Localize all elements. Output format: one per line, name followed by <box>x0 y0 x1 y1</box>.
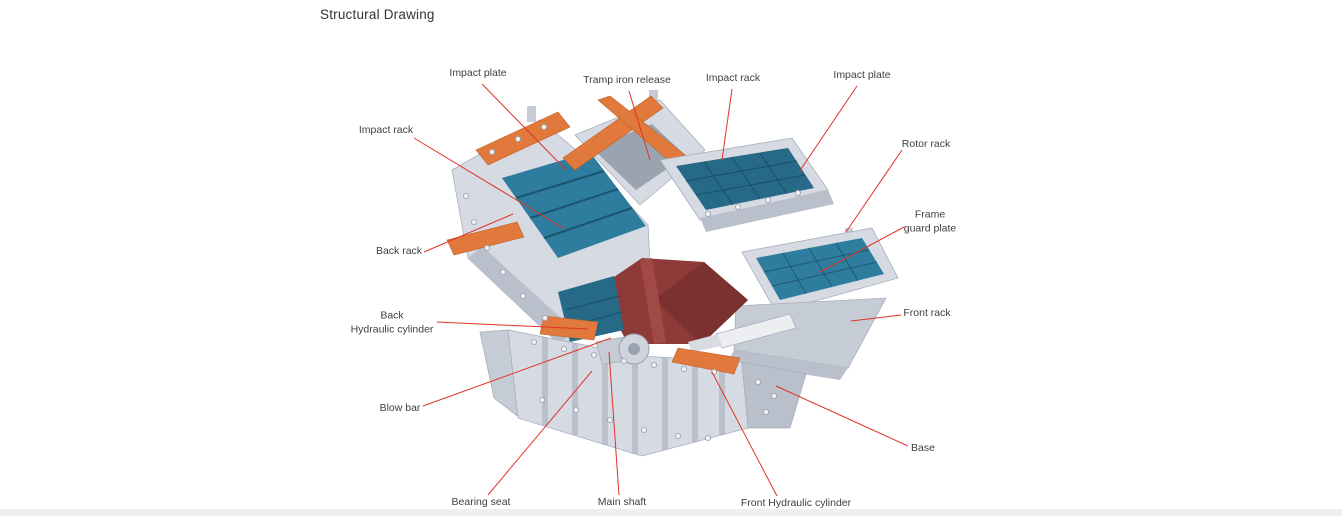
frame-guard-plate-shape <box>741 227 899 313</box>
section-title: Structural Drawing <box>320 7 435 22</box>
leader-lines <box>413 83 909 497</box>
back-rack-bar-shape <box>446 221 525 256</box>
section-divider <box>0 509 1342 516</box>
impact-plate-bar-left-shape <box>475 111 571 166</box>
front-hydraulic-cylinder-shape <box>671 313 797 375</box>
tramp-iron-release-shape <box>562 95 706 206</box>
main-shaft-bearing-shape <box>595 333 650 365</box>
machine-illustration <box>446 90 899 457</box>
bolts <box>462 124 802 441</box>
impact-plate-left-shape <box>502 152 646 258</box>
impact-rack-right-shape <box>659 137 853 242</box>
rotor-shape <box>598 258 748 344</box>
